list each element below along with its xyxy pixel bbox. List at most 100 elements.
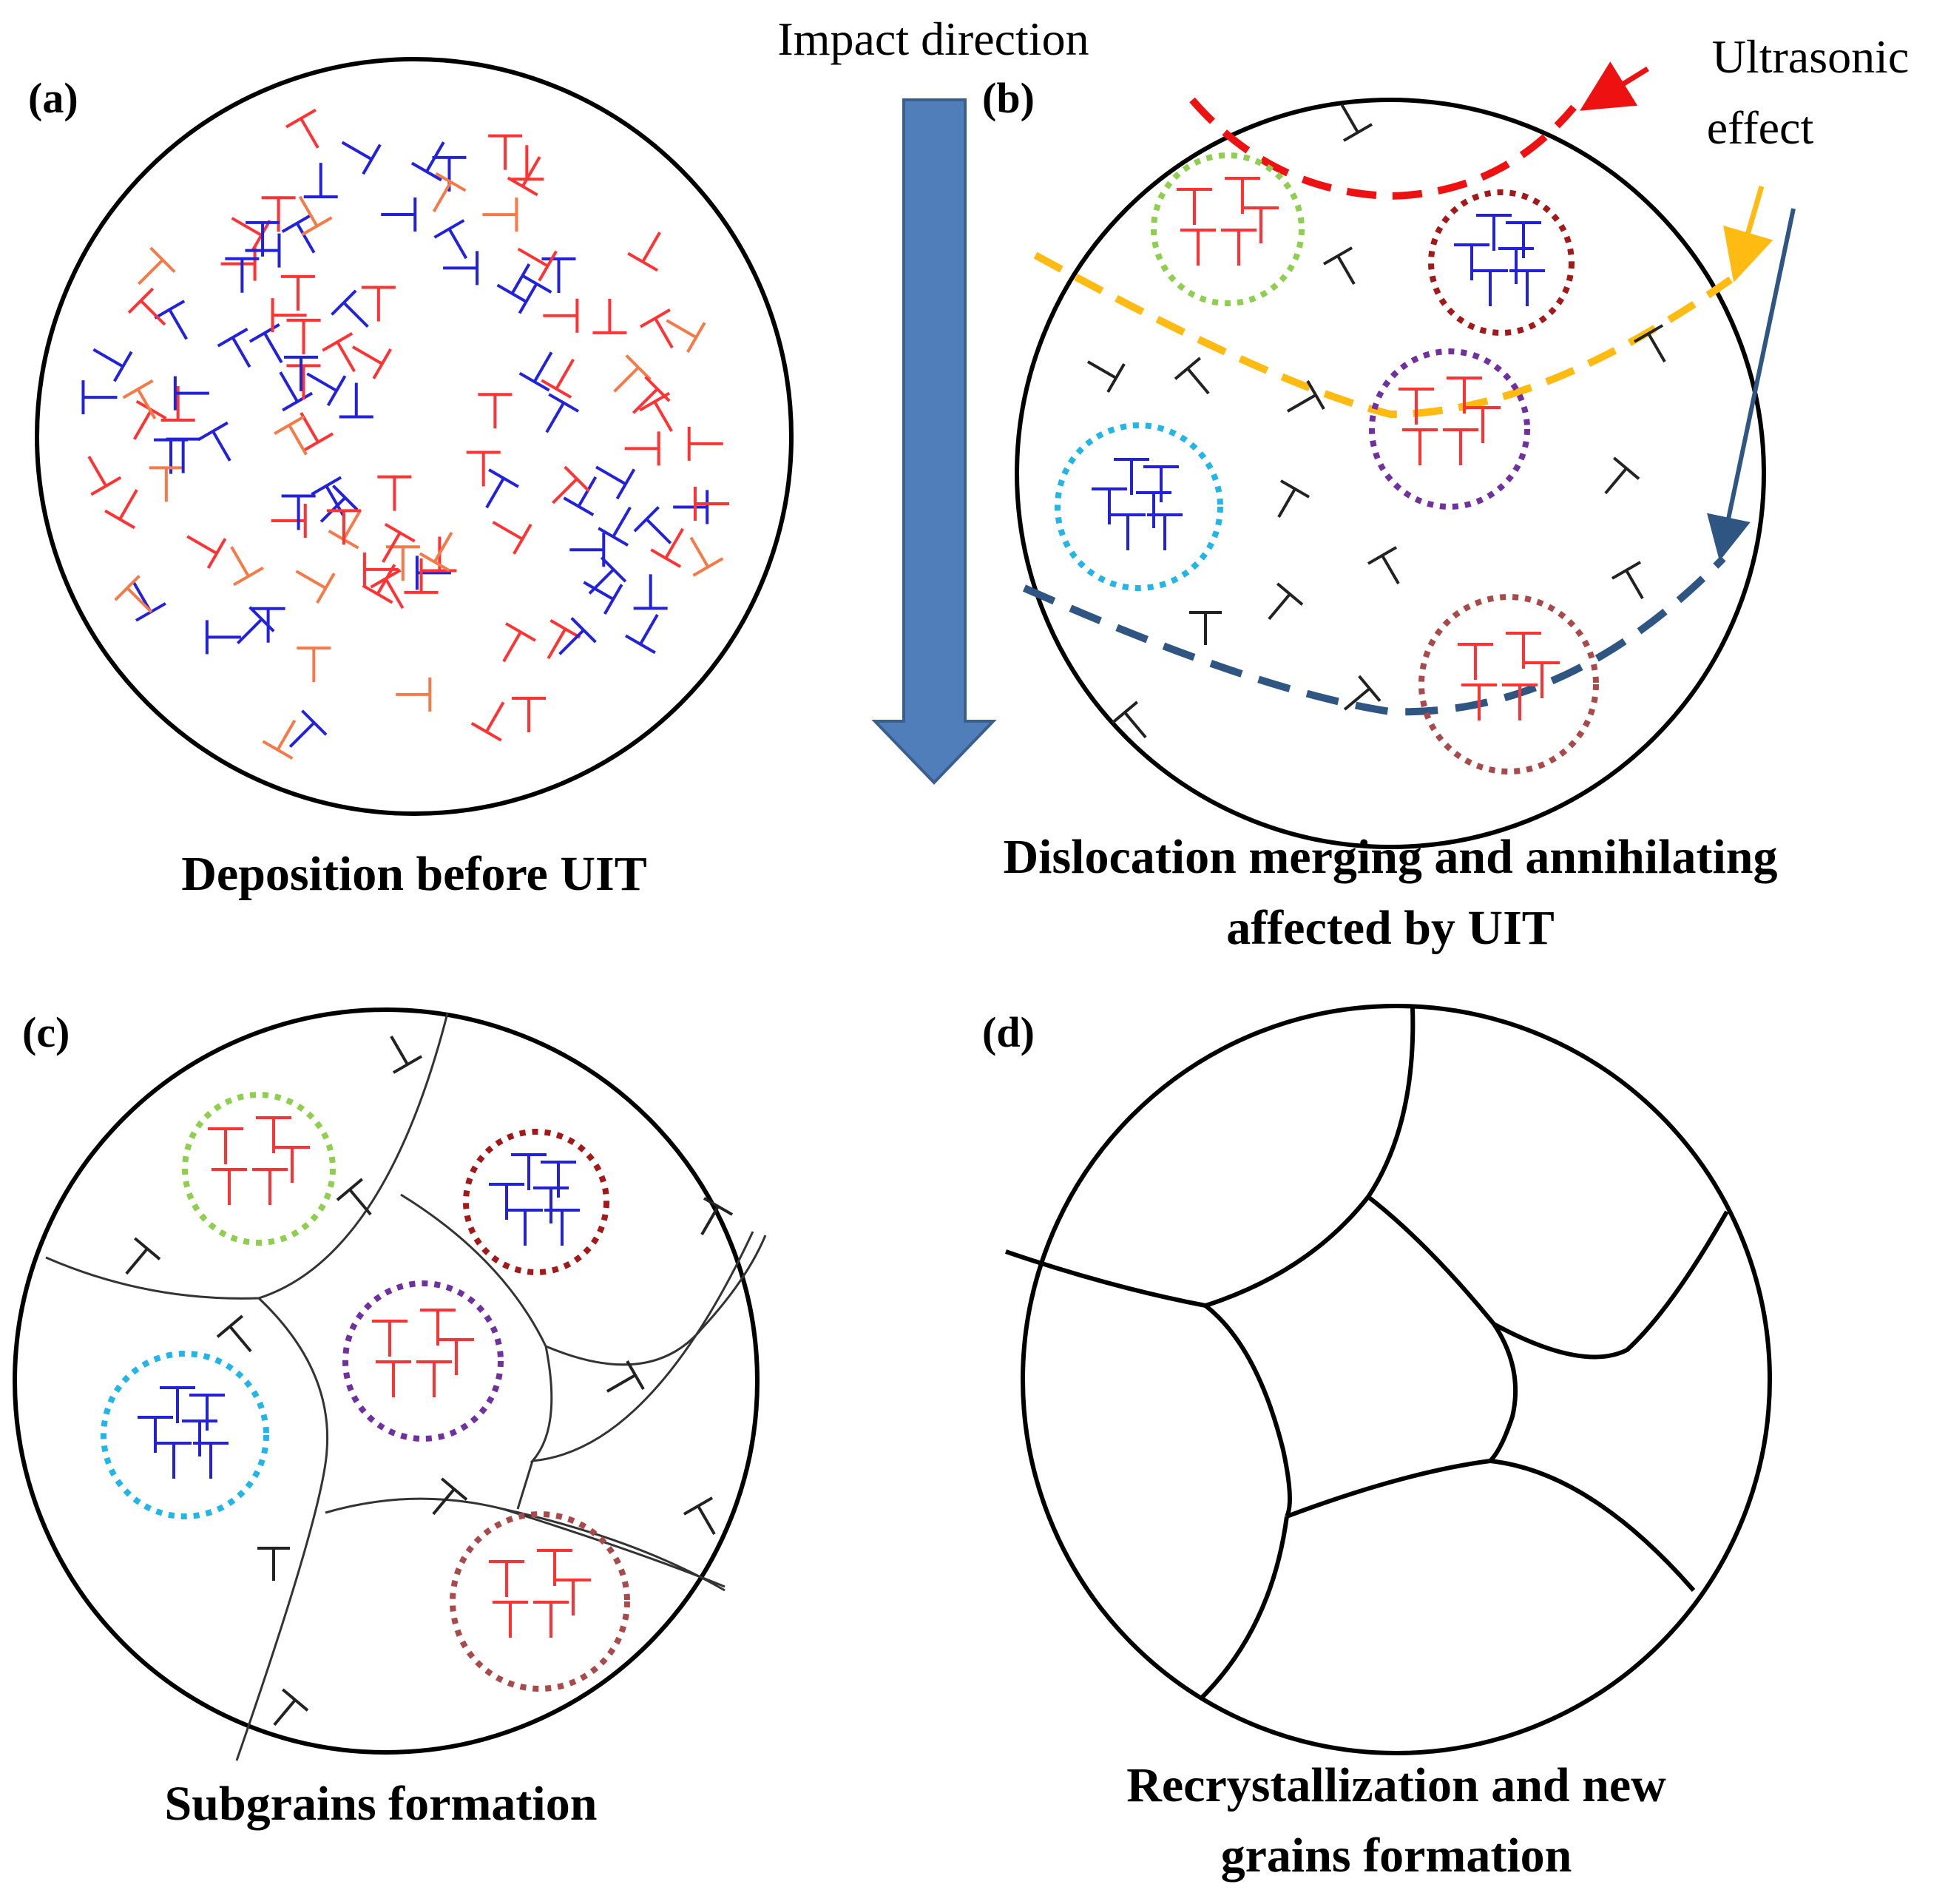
impact-direction-label: Impact direction — [777, 13, 1089, 65]
dislocation-symbol — [569, 533, 606, 567]
dislocation-symbol — [1506, 221, 1541, 258]
dislocation-symbol — [415, 556, 451, 590]
navy-wave-front — [1022, 556, 1726, 716]
cluster-ring — [1369, 348, 1530, 510]
subgrain-boundary — [325, 1497, 726, 1588]
dislocation-symbol — [443, 251, 479, 286]
dislocation-symbol — [588, 556, 627, 595]
dislocation-symbol — [632, 376, 671, 414]
dislocation-symbol — [298, 195, 333, 236]
dislocation-symbol — [381, 198, 417, 232]
grain-boundary — [1005, 1007, 1416, 1309]
dislocation-symbol — [376, 1360, 411, 1397]
dislocation-symbol — [1111, 701, 1147, 739]
dislocation-symbol — [81, 380, 118, 415]
dislocation-symbol — [262, 719, 297, 760]
dislocation-symbol — [1399, 388, 1434, 425]
dislocation-symbol — [544, 1209, 580, 1246]
dislocation-symbol — [297, 647, 331, 683]
panel-c-caption: Subgrains formation — [165, 1777, 598, 1831]
subgrain-boundary — [45, 1013, 449, 1300]
panel-b-caption-line2: affected by UIT — [1226, 901, 1555, 955]
dislocation-symbol — [92, 348, 133, 382]
dislocation-symbol — [511, 1153, 547, 1190]
dislocation-symbol — [613, 354, 652, 393]
dislocation-symbol — [510, 145, 544, 181]
dislocation-symbol — [182, 1419, 217, 1456]
dislocation-symbol — [541, 1161, 576, 1198]
cluster-ring — [1055, 422, 1223, 591]
dislocation-symbol — [466, 450, 501, 487]
dislocation-symbol — [1221, 229, 1257, 266]
dislocation-symbol — [281, 494, 316, 530]
dislocation-symbol — [341, 141, 382, 175]
dislocation-symbol — [361, 286, 396, 322]
dislocation-symbol — [208, 1127, 243, 1164]
dislocation-symbol — [1177, 188, 1212, 225]
panel-c-grain-circle — [13, 1007, 760, 1755]
dislocation-symbol — [246, 220, 280, 257]
dislocation-symbol — [132, 581, 166, 622]
dislocation-symbol — [280, 274, 315, 311]
dislocation-symbol — [1506, 632, 1541, 669]
panel-d-grain-circle — [1021, 1004, 1772, 1755]
dislocation-symbol — [439, 1338, 474, 1375]
dislocation-symbol — [1509, 269, 1545, 306]
dislocation-cluster — [182, 1092, 336, 1246]
ultrasonic-label-line2: effect — [1707, 101, 1814, 154]
red-pointer-arrow — [1580, 61, 1649, 111]
panel-c-label: (c) — [22, 1008, 70, 1056]
dislocation-symbol — [311, 476, 345, 516]
dislocation-symbol — [377, 475, 412, 511]
panel-b-grain-circle — [1015, 98, 1766, 849]
dislocation-symbol — [1340, 103, 1373, 142]
dislocation-symbol — [205, 620, 241, 655]
dislocation-symbol — [518, 351, 553, 392]
dislocation-symbol — [1343, 675, 1381, 711]
dislocation-symbol — [197, 421, 231, 462]
dislocation-symbol — [322, 332, 356, 373]
dislocation-cluster — [463, 1129, 609, 1275]
dislocation-symbol — [281, 213, 316, 254]
dislocation-symbol — [1402, 428, 1438, 465]
dislocation-symbol — [627, 232, 661, 272]
dislocation-symbol — [420, 1309, 456, 1346]
dislocation-symbol — [1277, 479, 1310, 519]
red-wave-front — [1189, 97, 1577, 200]
panel-b-free-dislocations — [1086, 103, 1666, 739]
dislocation-symbol — [212, 1168, 247, 1205]
dislocation-symbol — [104, 489, 138, 530]
dislocation-symbol — [248, 323, 283, 364]
panel-b-dislocation-clusters — [1055, 152, 1599, 774]
dislocation-symbol — [114, 575, 153, 613]
dislocation-symbol — [419, 531, 453, 572]
dislocation-symbol — [261, 196, 296, 232]
cluster-ring — [101, 1351, 269, 1519]
dislocation-cluster — [342, 1280, 504, 1442]
dislocation-symbol — [410, 141, 445, 182]
dislocation-symbol — [236, 606, 275, 645]
dislocation-symbol — [507, 156, 541, 197]
dislocation-symbol — [493, 1601, 528, 1638]
dislocation-symbol — [541, 358, 575, 399]
dislocation-symbol — [563, 476, 598, 516]
dislocation-symbol — [1286, 379, 1325, 413]
yellow-pointer-arrow — [1723, 186, 1773, 283]
dislocation-symbol — [1633, 324, 1666, 363]
dislocation-symbol — [1110, 513, 1146, 550]
dislocation-symbol — [1180, 229, 1216, 266]
dislocation-symbol — [1225, 177, 1260, 214]
dislocation-symbol — [543, 298, 579, 333]
panel-d-caption-line1: Recrystallization and new — [1126, 1758, 1666, 1812]
dislocation-symbol — [432, 1477, 468, 1516]
dislocation-symbol — [230, 546, 264, 587]
panel-c: (c) Subgrains formation — [13, 1007, 767, 1831]
dislocation-symbol — [284, 355, 319, 391]
dislocation-symbol — [512, 696, 547, 732]
dislocation-symbol — [687, 426, 723, 461]
dislocation-symbol — [396, 677, 432, 712]
dislocation-symbol — [274, 415, 308, 456]
dislocation-symbol — [624, 431, 660, 466]
dislocation-symbol — [489, 1183, 524, 1220]
dislocation-symbol — [558, 617, 597, 655]
